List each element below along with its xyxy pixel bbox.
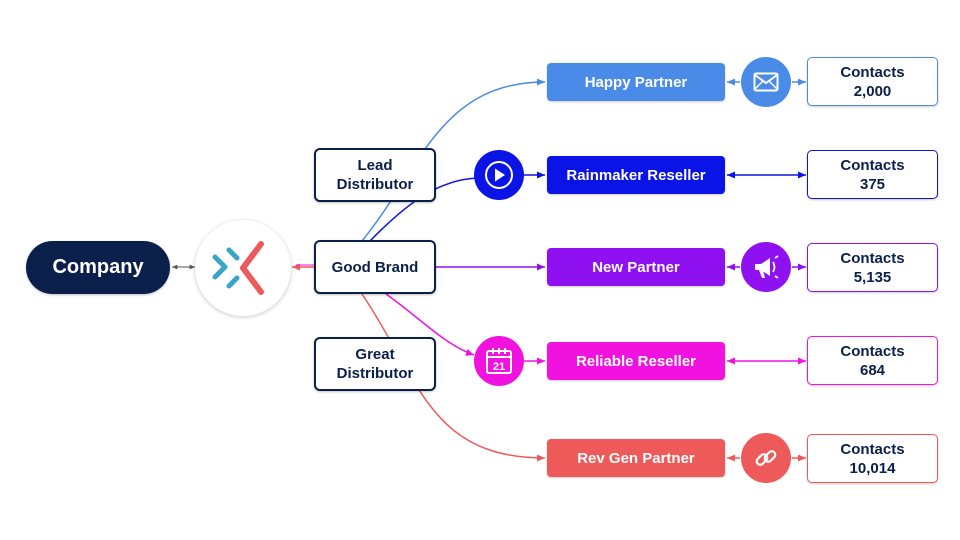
link-icon [741, 433, 791, 483]
lead-distributor-line2: Distributor [336, 176, 414, 193]
contacts-happy-partner[interactable]: Contacts 2,000 [807, 57, 938, 106]
contacts-value: 684 [859, 361, 886, 379]
partner-label: Reliable Reseller [575, 352, 697, 370]
hub-logo [195, 220, 291, 316]
company-node[interactable]: Company [26, 241, 170, 294]
connector-reliable-reseller [385, 293, 475, 356]
hub-logo-icon [212, 241, 264, 295]
contacts-label: Contacts [840, 63, 905, 81]
connector-rev-gen-partner [361, 293, 546, 462]
partner-label: Rev Gen Partner [577, 449, 695, 467]
partner-reliable-reseller[interactable]: Reliable Reseller [547, 342, 725, 380]
contacts-value: 2,000 [853, 82, 892, 100]
lead-distributor-node[interactable]: Lead Distributor [314, 148, 436, 202]
calendar-icon: 21 [474, 336, 524, 386]
contacts-value: 5,135 [853, 268, 892, 286]
company-label: Company [52, 256, 144, 278]
great-distributor-line2: Distributor [336, 365, 414, 382]
great-distributor-line1: Great [355, 346, 395, 363]
megaphone-icon [741, 242, 791, 292]
envelope-icon [741, 57, 791, 107]
contacts-label: Contacts [840, 249, 905, 267]
great-distributor-node[interactable]: Great Distributor [314, 337, 436, 391]
contacts-rev-gen-partner[interactable]: Contacts 10,014 [807, 434, 938, 483]
connector-happy-partner [361, 78, 546, 242]
play-icon [474, 150, 524, 200]
good-brand-label: Good Brand [331, 258, 419, 276]
calendar-day: 21 [493, 361, 505, 373]
partner-label: New Partner [592, 258, 680, 276]
contacts-value: 375 [859, 175, 886, 193]
good-brand-node[interactable]: Good Brand [314, 240, 436, 294]
partner-rev-gen-partner[interactable]: Rev Gen Partner [547, 439, 725, 477]
contacts-label: Contacts [840, 156, 905, 174]
partner-new-partner[interactable]: New Partner [547, 248, 725, 286]
contacts-label: Contacts [840, 342, 905, 360]
contacts-rainmaker-reseller[interactable]: Contacts 375 [807, 150, 938, 199]
partner-label: Happy Partner [584, 73, 688, 91]
contacts-reliable-reseller[interactable]: Contacts 684 [807, 336, 938, 385]
partner-happy-partner[interactable]: Happy Partner [547, 63, 725, 101]
lead-distributor-line1: Lead [357, 157, 393, 174]
partner-label: Rainmaker Reseller [566, 166, 706, 184]
contacts-new-partner[interactable]: Contacts 5,135 [807, 243, 938, 292]
contacts-value: 10,014 [849, 459, 896, 477]
contacts-label: Contacts [840, 440, 905, 458]
partner-rainmaker-reseller[interactable]: Rainmaker Reseller [547, 156, 725, 194]
